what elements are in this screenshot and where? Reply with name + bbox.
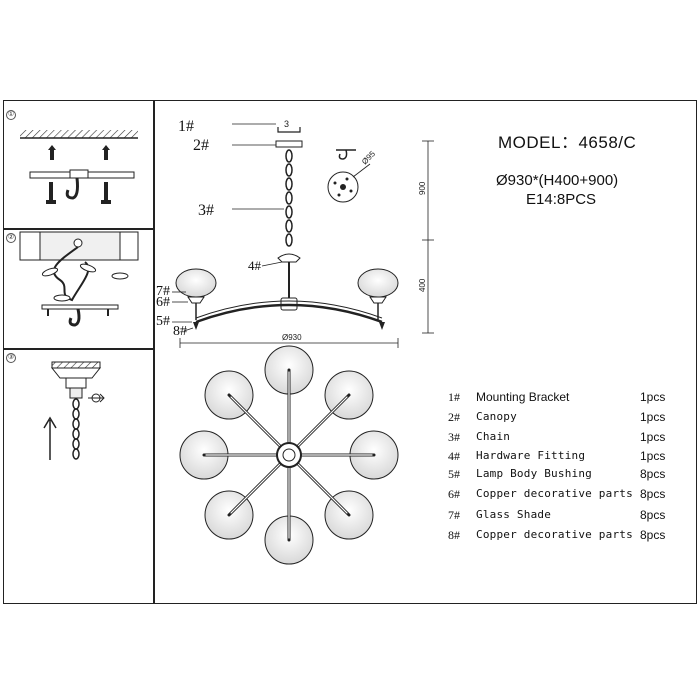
part-name: Chain	[476, 430, 511, 443]
part-quantity: 1pcs	[640, 449, 666, 463]
step-2-illustration	[19, 231, 139, 327]
callout-6: 6#	[156, 295, 170, 310]
part-name: Canopy	[476, 410, 517, 423]
part-quantity: 8pcs	[640, 528, 666, 542]
part-number: 6#	[448, 487, 460, 501]
body-height-dimension: 400	[418, 278, 427, 292]
drawing-frame	[3, 100, 697, 604]
part-number: 1#	[448, 390, 460, 404]
bracket-dimension: 3	[284, 119, 290, 129]
step-3-illustration	[43, 361, 105, 460]
part-name: Glass Shade	[476, 508, 552, 521]
part-number: 5#	[448, 467, 460, 481]
part-row-3: 3# Chain 1pcs	[448, 430, 678, 448]
width-dimension: Ø930	[282, 333, 302, 342]
part-row-2: 2# Canopy 1pcs	[448, 410, 678, 428]
step-1-marker: ①	[6, 110, 16, 120]
part-quantity: 1pcs	[640, 410, 666, 424]
callout-4: 4#	[248, 258, 261, 273]
part-number: 7#	[448, 508, 460, 522]
part-quantity: 1pcs	[640, 430, 666, 444]
callout-5: 5#	[156, 314, 170, 329]
part-quantity: 8pcs	[640, 487, 666, 501]
part-number: 2#	[448, 410, 460, 424]
part-name: Copper decorative parts	[476, 487, 633, 500]
part-number: 4#	[448, 449, 460, 463]
part-quantity: 8pcs	[640, 508, 666, 522]
part-name: Mounting Bracket	[476, 390, 570, 404]
top-view	[179, 345, 399, 565]
callout-2: 2#	[193, 137, 209, 154]
callout-7: 7#	[156, 284, 170, 299]
step-1-illustration	[20, 130, 138, 204]
size-spec: Ø930*(H400+900)	[496, 172, 619, 189]
part-number: 3#	[448, 430, 460, 444]
chain-drawing	[285, 149, 293, 247]
callout-3: 3#	[198, 202, 214, 219]
part-name: Hardware Fitting	[476, 449, 586, 462]
part-row-4: 4# Hardware Fitting 1pcs	[448, 449, 678, 467]
part-name: Lamp Body Bushing	[476, 467, 592, 480]
callout-8: 8#	[173, 324, 187, 339]
part-row-8: 8# Copper decorative parts 8pcs	[448, 528, 678, 546]
panel-divider	[153, 100, 155, 604]
part-quantity: 1pcs	[640, 390, 666, 404]
step-2-marker: ②	[6, 233, 16, 243]
part-row-6: 6# Copper decorative parts 8pcs	[448, 487, 678, 505]
part-quantity: 8pcs	[640, 467, 666, 481]
bulb-spec: E14:8PCS	[526, 191, 597, 208]
chain-height-dimension: 900	[418, 181, 427, 195]
part-name: Copper decorative parts	[476, 528, 633, 541]
part-number: 8#	[448, 528, 460, 542]
step-divider-1	[3, 228, 154, 230]
step-3-marker: ③	[6, 353, 16, 363]
part-row-1: 1# Mounting Bracket 1pcs	[448, 390, 678, 408]
callout-1: 1#	[178, 118, 194, 135]
side-elevation	[172, 123, 434, 348]
part-row-5: 5# Lamp Body Bushing 8pcs	[448, 467, 678, 485]
model-label: MODEL：4658/C	[498, 133, 637, 152]
step-divider-2	[3, 348, 154, 350]
part-row-7: 7# Glass Shade 8pcs	[448, 508, 678, 526]
